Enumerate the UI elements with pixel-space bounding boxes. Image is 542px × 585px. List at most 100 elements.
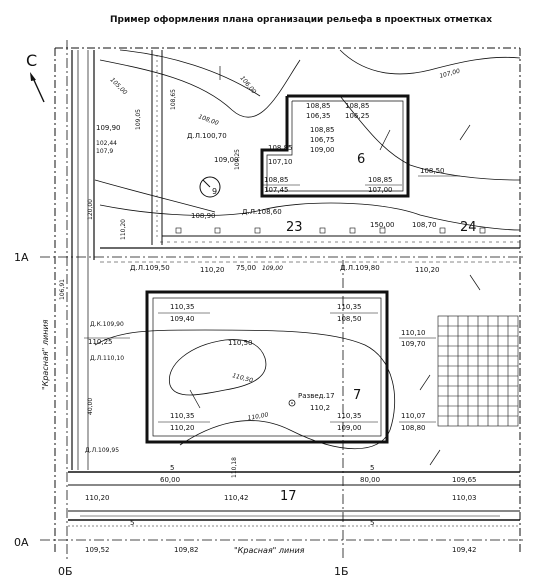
slope-5-a: 5 bbox=[170, 464, 174, 472]
road-24-label: 24 bbox=[460, 220, 477, 235]
mark-108-80: 108,80 bbox=[401, 424, 426, 432]
mark-110-00: 110,00 bbox=[247, 411, 269, 422]
mark-109-05: 109,05 bbox=[135, 109, 142, 130]
mark-108-65: 108,65 bbox=[170, 89, 177, 110]
road-23-24 bbox=[100, 235, 520, 249]
dist-75: 75,00 bbox=[236, 264, 256, 272]
mark-108-70: 108,70 bbox=[412, 221, 437, 229]
drawing-title: Пример оформления плана организации рель… bbox=[110, 15, 492, 25]
mark-110-50b: 110,50 bbox=[231, 372, 253, 384]
contour-lines-north bbox=[94, 49, 521, 231]
mark-dl-109-95: Д.Л.109,95 bbox=[85, 447, 119, 454]
access-road-vertical bbox=[151, 50, 163, 245]
survey-point-9-label: 9 bbox=[212, 187, 217, 196]
b6-mark-bot-1: 106,25 bbox=[345, 112, 370, 120]
b6-mark-top-5: 108,85 bbox=[368, 176, 393, 184]
road-17-label: 17 bbox=[280, 489, 297, 504]
b6-mark-bot-3: 107,10 bbox=[268, 158, 293, 166]
mark-102-44: 102,44 bbox=[96, 140, 117, 147]
north-label: С bbox=[26, 51, 37, 70]
bottom-road bbox=[68, 471, 520, 527]
mark-110-20a: 110,20 bbox=[120, 219, 127, 240]
mark-dl-109-50: Д.Л.109,50 bbox=[130, 264, 170, 272]
b6-mark-top-1: 108,85 bbox=[345, 102, 370, 110]
b7-mark-bot-3: 109,00 bbox=[337, 424, 362, 432]
contour-107: 107,00 bbox=[439, 68, 461, 80]
red-line-label-bottom: "Красная" линия bbox=[234, 546, 305, 555]
mark-109-90: 109,90 bbox=[96, 124, 121, 132]
b6-mark-top-2: 108,85 bbox=[310, 126, 335, 134]
contour-lines-center bbox=[94, 329, 396, 450]
mark-110-50a: 110,50 bbox=[228, 339, 253, 347]
mark-110-10: 110,10 bbox=[401, 329, 426, 337]
b7-mark-bot-1: 108,50 bbox=[337, 315, 362, 323]
well-label: Развед.17 bbox=[298, 392, 335, 400]
paved-grid-area bbox=[437, 315, 519, 427]
dist-150: 150,00 bbox=[370, 221, 395, 229]
b6-mark-bot-4: 107,45 bbox=[264, 186, 289, 194]
mark-110-07: 110,07 bbox=[401, 412, 426, 420]
mark-dl-109-80: Д.Л.109,80 bbox=[340, 264, 380, 272]
mark-110-20d: 110,20 bbox=[85, 494, 110, 502]
mark-108-90: 108,90 bbox=[191, 212, 216, 220]
axis-1a-label: 1А bbox=[14, 251, 29, 264]
b6-mark-bot-2: 106,75 bbox=[310, 136, 335, 144]
north-arrow-icon bbox=[30, 72, 45, 103]
axis-0a-label: 0А bbox=[14, 536, 29, 549]
mark-dk-109-90: Д.К.109,90 bbox=[90, 321, 124, 328]
b6-mark-bot-5: 107,00 bbox=[368, 186, 393, 194]
red-line-label-left: "Красная" линия bbox=[41, 319, 50, 390]
contour-105: 105,00 bbox=[109, 76, 129, 96]
road-markers bbox=[175, 227, 486, 234]
road-23-label: 23 bbox=[286, 220, 303, 235]
b6-mark-top-0: 108,85 bbox=[306, 102, 331, 110]
mark-dl-110-10: Д.Л.110,10 bbox=[90, 355, 124, 362]
b6-mark-bot-0: 106,35 bbox=[306, 112, 331, 120]
left-road bbox=[71, 50, 95, 470]
building-7-number: 7 bbox=[353, 388, 361, 403]
mark-109-52: 109,52 bbox=[85, 546, 110, 554]
well-mark: 110,2 bbox=[310, 404, 330, 412]
mark-109-25: 109,25 bbox=[234, 149, 241, 170]
b7-mark-top-0: 110,35 bbox=[170, 303, 195, 311]
dist-40: 40,00 bbox=[87, 398, 94, 415]
slope-arrows bbox=[189, 66, 481, 466]
mark-106-91: 106,91 bbox=[59, 279, 66, 300]
b7-mark-top-1: 110,35 bbox=[337, 303, 362, 311]
b7-mark-top-2: 110,35 bbox=[170, 412, 195, 420]
survey-point-9 bbox=[199, 176, 221, 198]
mark-110-42: 110,42 bbox=[224, 494, 249, 502]
b6-mark-top-4: 108,85 bbox=[264, 176, 289, 184]
mark-109-42: 109,42 bbox=[452, 546, 477, 554]
dist-80: 80,00 bbox=[360, 476, 380, 484]
mark-109-00: 109,00 bbox=[214, 156, 239, 164]
b7-mark-bot-2: 110,20 bbox=[170, 424, 195, 432]
mark-dl-108-60: Д.Л.108,60 bbox=[242, 208, 282, 216]
building-6-number: 6 bbox=[357, 152, 365, 167]
dist-60: 60,00 bbox=[160, 476, 180, 484]
mark-dl-100-70: Д.Л.100,70 bbox=[187, 132, 227, 140]
mark-109-82: 109,82 bbox=[174, 546, 199, 554]
mark-110-03: 110,03 bbox=[452, 494, 477, 502]
slope-5-d: 5 bbox=[370, 519, 374, 527]
mark-110-25: 110,25 bbox=[88, 338, 113, 346]
b6-center-mark: 109,00 bbox=[310, 146, 335, 154]
survey-well-icon bbox=[288, 399, 296, 407]
contour-109: 109,00 bbox=[262, 265, 283, 272]
building-6-outline bbox=[260, 94, 410, 198]
b6-mark-top-3: 108,85 bbox=[268, 144, 293, 152]
slope-5-b: 5 bbox=[370, 464, 374, 472]
mark-109-70: 109,70 bbox=[401, 340, 426, 348]
contour-108: 108,00 bbox=[197, 113, 219, 127]
b7-mark-top-3: 110,35 bbox=[337, 412, 362, 420]
mark-110-20c: 110,20 bbox=[415, 266, 440, 274]
slope-5-c: 5 bbox=[130, 519, 134, 527]
mark-110-18: 110,18 bbox=[231, 457, 238, 478]
axis-lines bbox=[40, 40, 525, 560]
axis-0b-label: 0Б bbox=[58, 565, 73, 578]
mark-108-50: 108,50 bbox=[420, 167, 445, 175]
site-boundary bbox=[54, 47, 521, 555]
axis-1b-label: 1Б bbox=[334, 565, 349, 578]
b7-mark-bot-0: 109,40 bbox=[170, 315, 195, 323]
